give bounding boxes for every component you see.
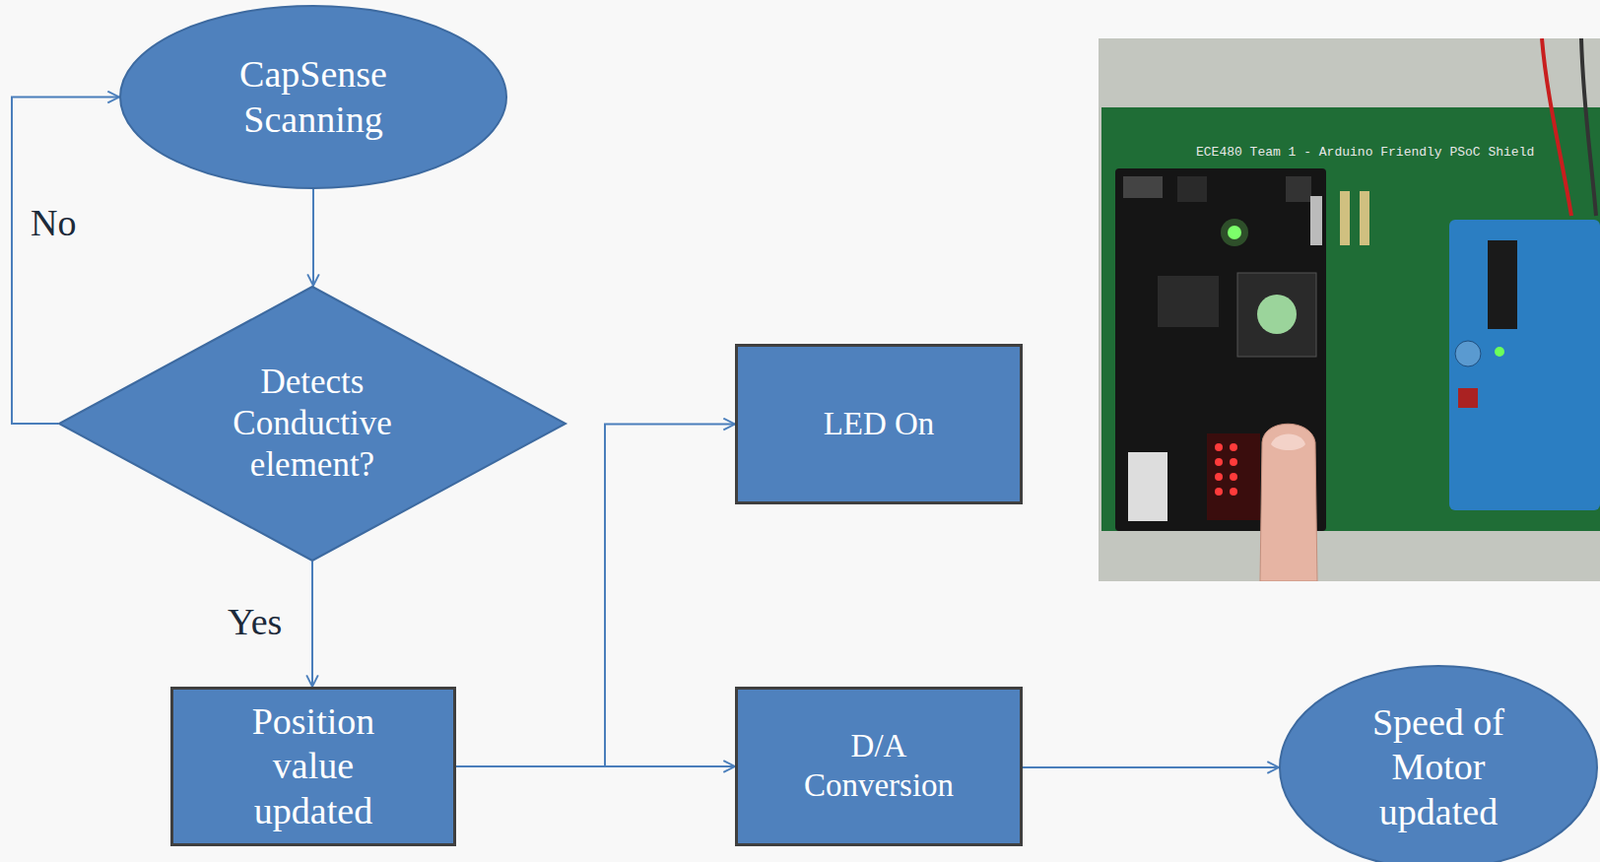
finger [1260,423,1318,582]
red-led [1229,472,1238,481]
node-text: Position value updated [227,699,400,835]
red-led [1214,443,1223,452]
main-chip [1237,272,1317,357]
node-text: Speed of Motor updated [1352,700,1526,836]
wire [1581,38,1597,216]
node-text: D/A Conversion [780,727,978,805]
arduino-board [1449,219,1600,511]
red-led-bar [1206,433,1261,521]
flow-connector [312,189,315,286]
flow-connector [456,765,735,768]
flow-connector [1022,766,1279,769]
red-led [1214,472,1223,481]
process-box: LED On [734,343,1023,505]
push-button [1285,176,1312,202]
green-led [1494,346,1505,357]
diamond-shape [59,286,566,561]
node-text: LED On [760,404,998,445]
chip-logo [1257,294,1297,334]
ellipse-shape [120,5,507,189]
flow-connector [11,97,120,425]
node-text: Detects Conductive element? [206,361,419,486]
red-led [1229,487,1238,496]
green-led-glow [1220,218,1249,247]
board-silkscreen-text: ECE480 Team 1 - Arduino Friendly PSoC Sh… [1196,145,1534,160]
process-box: D/A Conversion [734,686,1023,847]
fingernail [1270,434,1306,452]
jack [1177,176,1207,202]
pin-header [1339,191,1350,246]
flow-connector [311,561,314,687]
red-led [1214,487,1223,496]
pin-header [1310,196,1323,246]
red-led [1214,458,1223,467]
pin-header [1359,191,1370,246]
usb-connector [1123,176,1163,199]
red-led [1229,458,1238,467]
terminator-ellipse-outline [119,4,508,190]
photo-background [1098,38,1600,582]
red-led [1229,443,1238,452]
terminator-ellipse: CapSense Scanning [119,4,508,190]
process-box: Position value updated [170,686,457,847]
motor-driver-chip [1487,240,1518,330]
terminator-ellipse: Speed of Motor updated [1278,665,1599,862]
decision-diamond: Detects Conductive element? [58,285,567,562]
node-text: CapSense Scanning [209,52,417,142]
capacitor [1455,340,1481,367]
branch-label: Yes [224,600,285,645]
wire [1541,38,1572,216]
ellipse-shape [1279,666,1598,862]
small-chip [1157,275,1219,328]
board-photo [1098,38,1600,582]
shield-pcb [1101,107,1600,532]
branch-label: No [27,201,79,246]
push-button [1458,388,1478,408]
flow-connector [456,424,735,768]
header-pins [1128,452,1168,522]
led-bar-body [1206,433,1261,521]
